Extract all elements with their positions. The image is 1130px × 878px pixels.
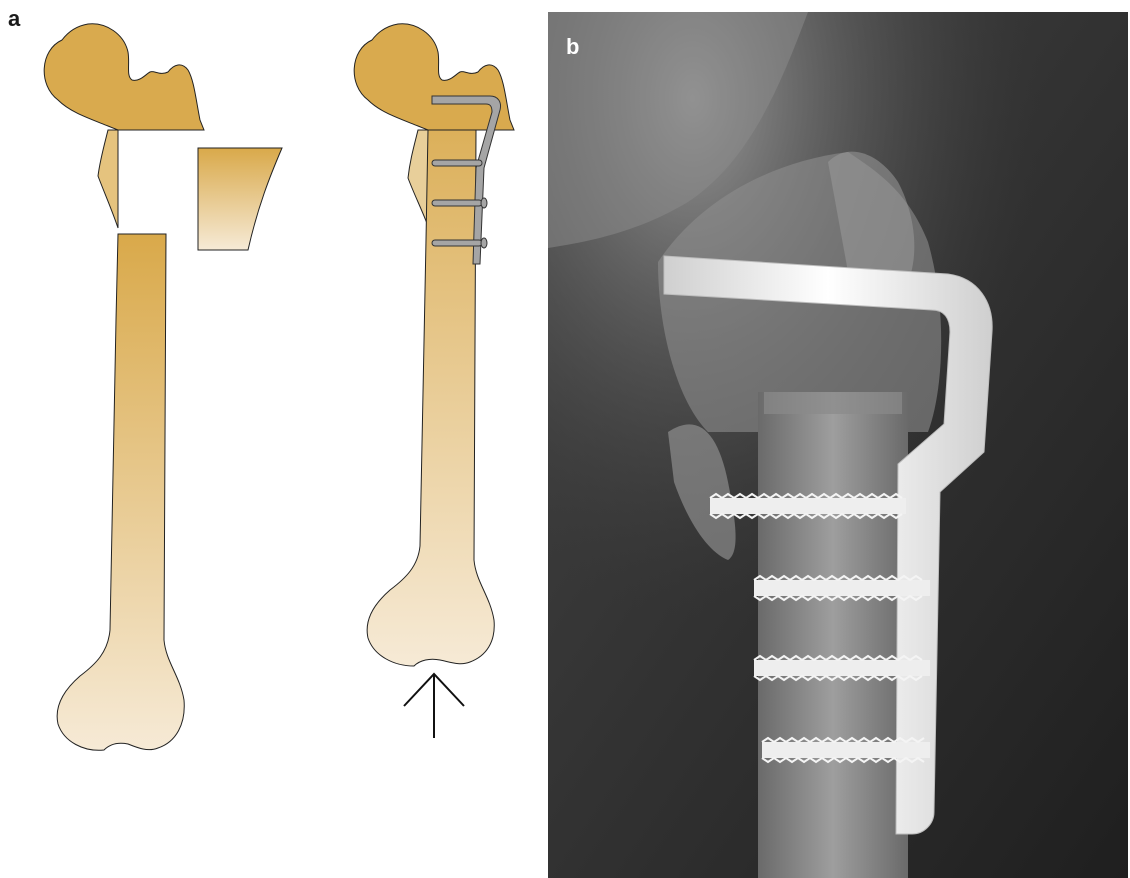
femoral-head-fragment [43, 23, 205, 131]
trochanter-shadow [407, 129, 429, 227]
trochanter-wedge [97, 129, 119, 229]
compression-arrow [403, 672, 465, 738]
femoral-head-reattached [353, 23, 515, 131]
screws [431, 159, 488, 249]
pelvis-shadow [548, 12, 808, 248]
shortened-femur-shaft [366, 129, 495, 667]
resected-bone-segment [197, 147, 283, 251]
distal-femur-shaft [56, 233, 185, 751]
blade-plate-xray [663, 255, 993, 835]
panel-label-a: a [8, 6, 21, 31]
screws-xray [709, 492, 930, 764]
radiograph-panel-b [548, 12, 1128, 878]
trochanter-fragment [668, 424, 736, 560]
femoral-shaft [758, 392, 908, 878]
schematic-panel-a [43, 23, 515, 751]
greater-trochanter [828, 151, 915, 282]
blade-plate [431, 95, 501, 265]
panel-label-b: b [566, 34, 580, 59]
